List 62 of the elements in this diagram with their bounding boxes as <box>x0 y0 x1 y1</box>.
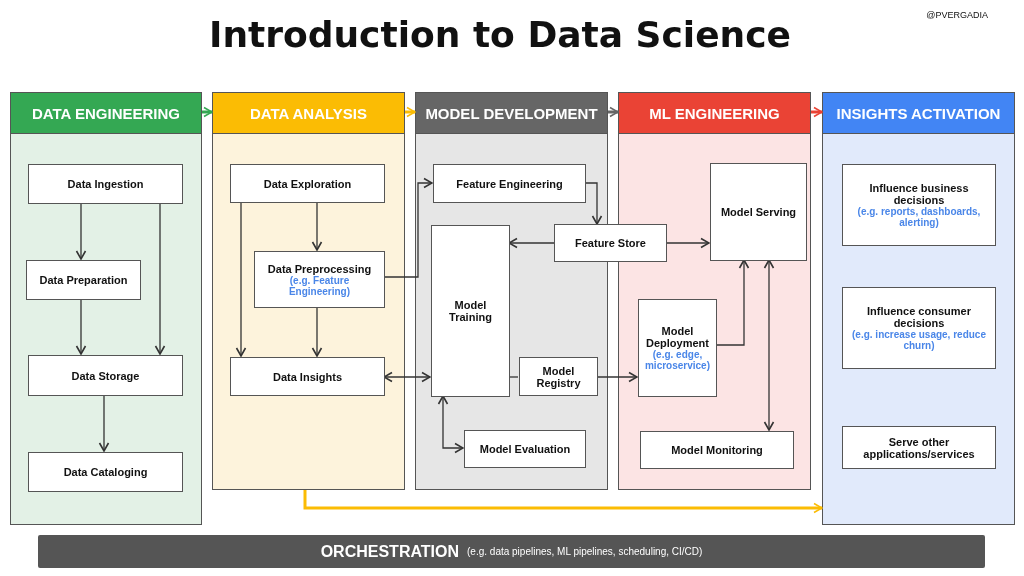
box-label: Influence business decisions <box>868 182 970 206</box>
process-box: Model Evaluation <box>464 430 586 468</box>
stage-header: INSIGHTS ACTIVATION <box>823 93 1014 134</box>
arrow <box>311 201 323 251</box>
stage-panel <box>618 92 811 490</box>
arrow <box>383 371 431 383</box>
arrow <box>75 298 87 355</box>
arrow <box>75 202 87 260</box>
arrow <box>584 182 603 225</box>
example-note: (e.g. increase usage, reduce churn) <box>851 329 987 351</box>
example-note: (e.g. edge, microservice) <box>643 349 711 371</box>
arrow <box>98 394 110 452</box>
arrow <box>666 237 710 249</box>
stage-header: MODEL DEVELOPMENT <box>416 93 607 134</box>
box-label: Model Deployment <box>645 325 710 349</box>
process-box <box>254 251 385 308</box>
box-label: Data Preprocessing <box>267 262 372 275</box>
arrow <box>303 490 823 514</box>
process-box: Feature Engineering <box>433 164 586 203</box>
arrow <box>508 237 555 249</box>
example-note: (e.g. reports, dashboards, alerting) <box>856 206 982 228</box>
arrow <box>154 202 166 355</box>
connector-line <box>508 376 519 378</box>
arrow <box>311 306 323 357</box>
diagram-title: Introduction to Data Science <box>208 14 792 55</box>
arrow <box>608 106 619 118</box>
arrow <box>763 259 775 431</box>
process-box: Data Storage <box>28 355 183 396</box>
process-box <box>842 164 996 246</box>
process-box: Model Monitoring <box>640 431 794 469</box>
process-box: Data Insights <box>230 357 385 396</box>
example-note: (e.g. Feature Engineering) <box>287 274 351 297</box>
arrow <box>596 371 638 383</box>
process-box: Model Training <box>431 225 510 397</box>
stage-header: ML ENGINEERING <box>619 93 810 134</box>
process-box: Serve other applications/services <box>842 426 996 469</box>
stage-panel <box>10 92 202 525</box>
stage-panel <box>822 92 1015 525</box>
process-box: Data Cataloging <box>28 452 183 492</box>
arrow <box>405 106 416 118</box>
arrow <box>437 395 464 454</box>
bar-note: (e.g. data pipelines, ML pipelines, scheduling, CI/CD) <box>467 546 703 557</box>
arrow <box>715 259 750 346</box>
process-box: Model Serving <box>710 163 807 261</box>
arrow <box>235 201 247 357</box>
arrow <box>811 106 823 118</box>
process-box: Feature Store <box>554 224 667 262</box>
process-box: Data Preparation <box>26 260 141 300</box>
author-handle: @PVERGADIA <box>926 10 988 20</box>
arrow <box>202 106 213 118</box>
bar-heading: ORCHESTRATION <box>320 542 460 561</box>
box-label: Influence consumer decisions <box>866 305 972 329</box>
process-box <box>842 287 996 369</box>
stage-header: DATA ANALYSIS <box>213 93 404 134</box>
process-box <box>638 299 717 397</box>
stage-header: DATA ENGINEERING <box>11 93 201 134</box>
process-box: Model Registry <box>519 357 598 396</box>
orchestration-bar <box>38 535 985 568</box>
process-box: Data Ingestion <box>28 164 183 204</box>
stage-panel <box>212 92 405 490</box>
arrow <box>383 177 433 278</box>
process-box: Data Exploration <box>230 164 385 203</box>
